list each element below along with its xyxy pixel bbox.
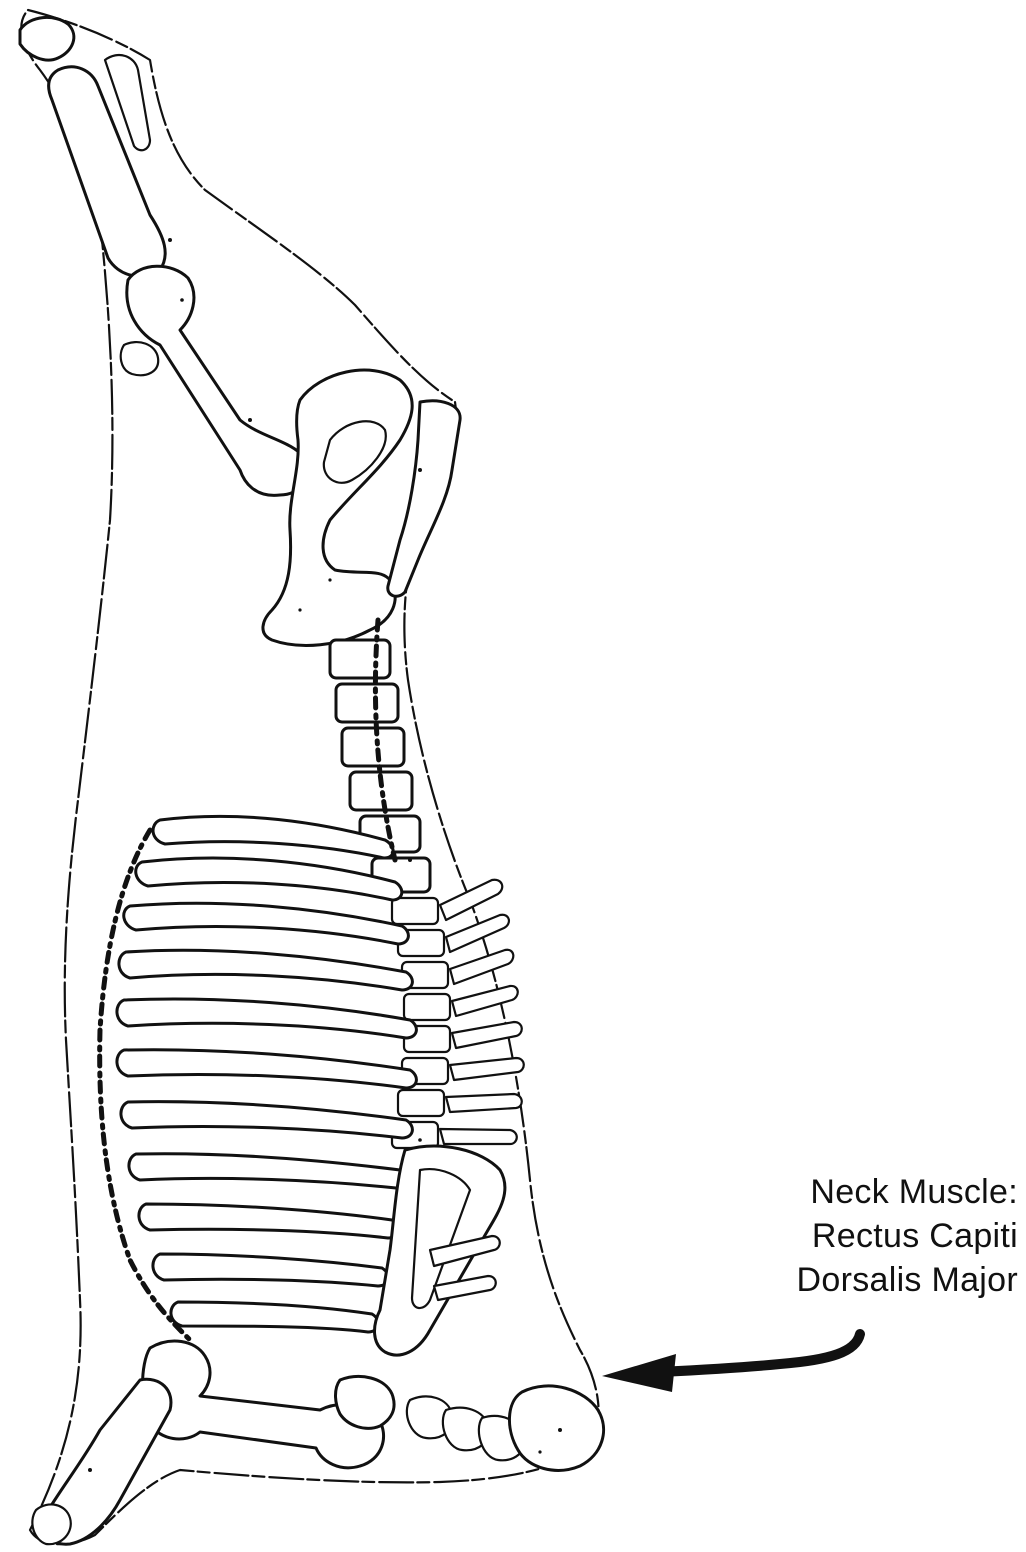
rib — [136, 858, 402, 900]
ink-speck — [418, 1138, 422, 1142]
ink-speck — [168, 238, 172, 242]
atlas-vertebra — [509, 1386, 603, 1470]
ink-speck — [418, 468, 422, 472]
lumbar-vertebra — [330, 640, 390, 678]
thoracic-vertebra — [398, 1090, 444, 1116]
rib — [119, 950, 412, 990]
femur-bone — [127, 266, 308, 495]
spinous-process — [452, 1022, 522, 1048]
ink-speck — [538, 1450, 541, 1453]
spinous-process — [450, 1058, 524, 1080]
spinous-process — [440, 1129, 517, 1144]
tibia-bone — [49, 67, 166, 276]
ink-speck — [298, 608, 301, 611]
carpal-bones — [32, 1504, 70, 1544]
rib — [124, 903, 409, 944]
rib — [121, 1102, 412, 1138]
rib — [129, 1154, 406, 1188]
rib — [139, 1204, 398, 1238]
thoracic-vertebra — [392, 898, 438, 924]
rib — [153, 1254, 388, 1286]
ink-speck — [248, 418, 252, 422]
ink-speck — [180, 298, 184, 302]
label-line-1: Neck Muscle: — [797, 1170, 1018, 1214]
spinous-process — [440, 880, 502, 920]
ink-speck — [88, 1468, 92, 1472]
spinous-process — [446, 1094, 522, 1112]
spinous-processes — [440, 880, 524, 1144]
spinous-process — [452, 986, 518, 1016]
pointer-arrow-shaft — [660, 1334, 860, 1372]
label-line-3: Dorsalis Major — [797, 1258, 1018, 1302]
label-line-2: Rectus Capiti — [797, 1214, 1018, 1258]
lumbar-vertebra — [336, 684, 398, 722]
rib — [117, 999, 416, 1038]
cervical-vertebrae — [407, 1386, 604, 1470]
neck-muscle-label: Neck Muscle: Rectus Capiti Dorsalis Majo… — [797, 1170, 1018, 1302]
ink-speck — [328, 578, 331, 581]
ribs — [117, 816, 416, 1332]
hock-bone — [20, 17, 74, 60]
lumbar-vertebra — [342, 728, 404, 766]
pelvis-bone — [263, 370, 412, 645]
spinous-process — [450, 950, 513, 984]
pointer-arrow-head — [602, 1354, 676, 1392]
ink-speck — [558, 1428, 562, 1432]
rib — [117, 1050, 416, 1088]
rib — [153, 816, 393, 858]
ink-speck — [408, 858, 412, 862]
thoracic-vertebra — [404, 994, 450, 1020]
sternum-bone — [336, 1376, 395, 1428]
rib — [171, 1302, 378, 1332]
patella-bone — [121, 342, 158, 375]
